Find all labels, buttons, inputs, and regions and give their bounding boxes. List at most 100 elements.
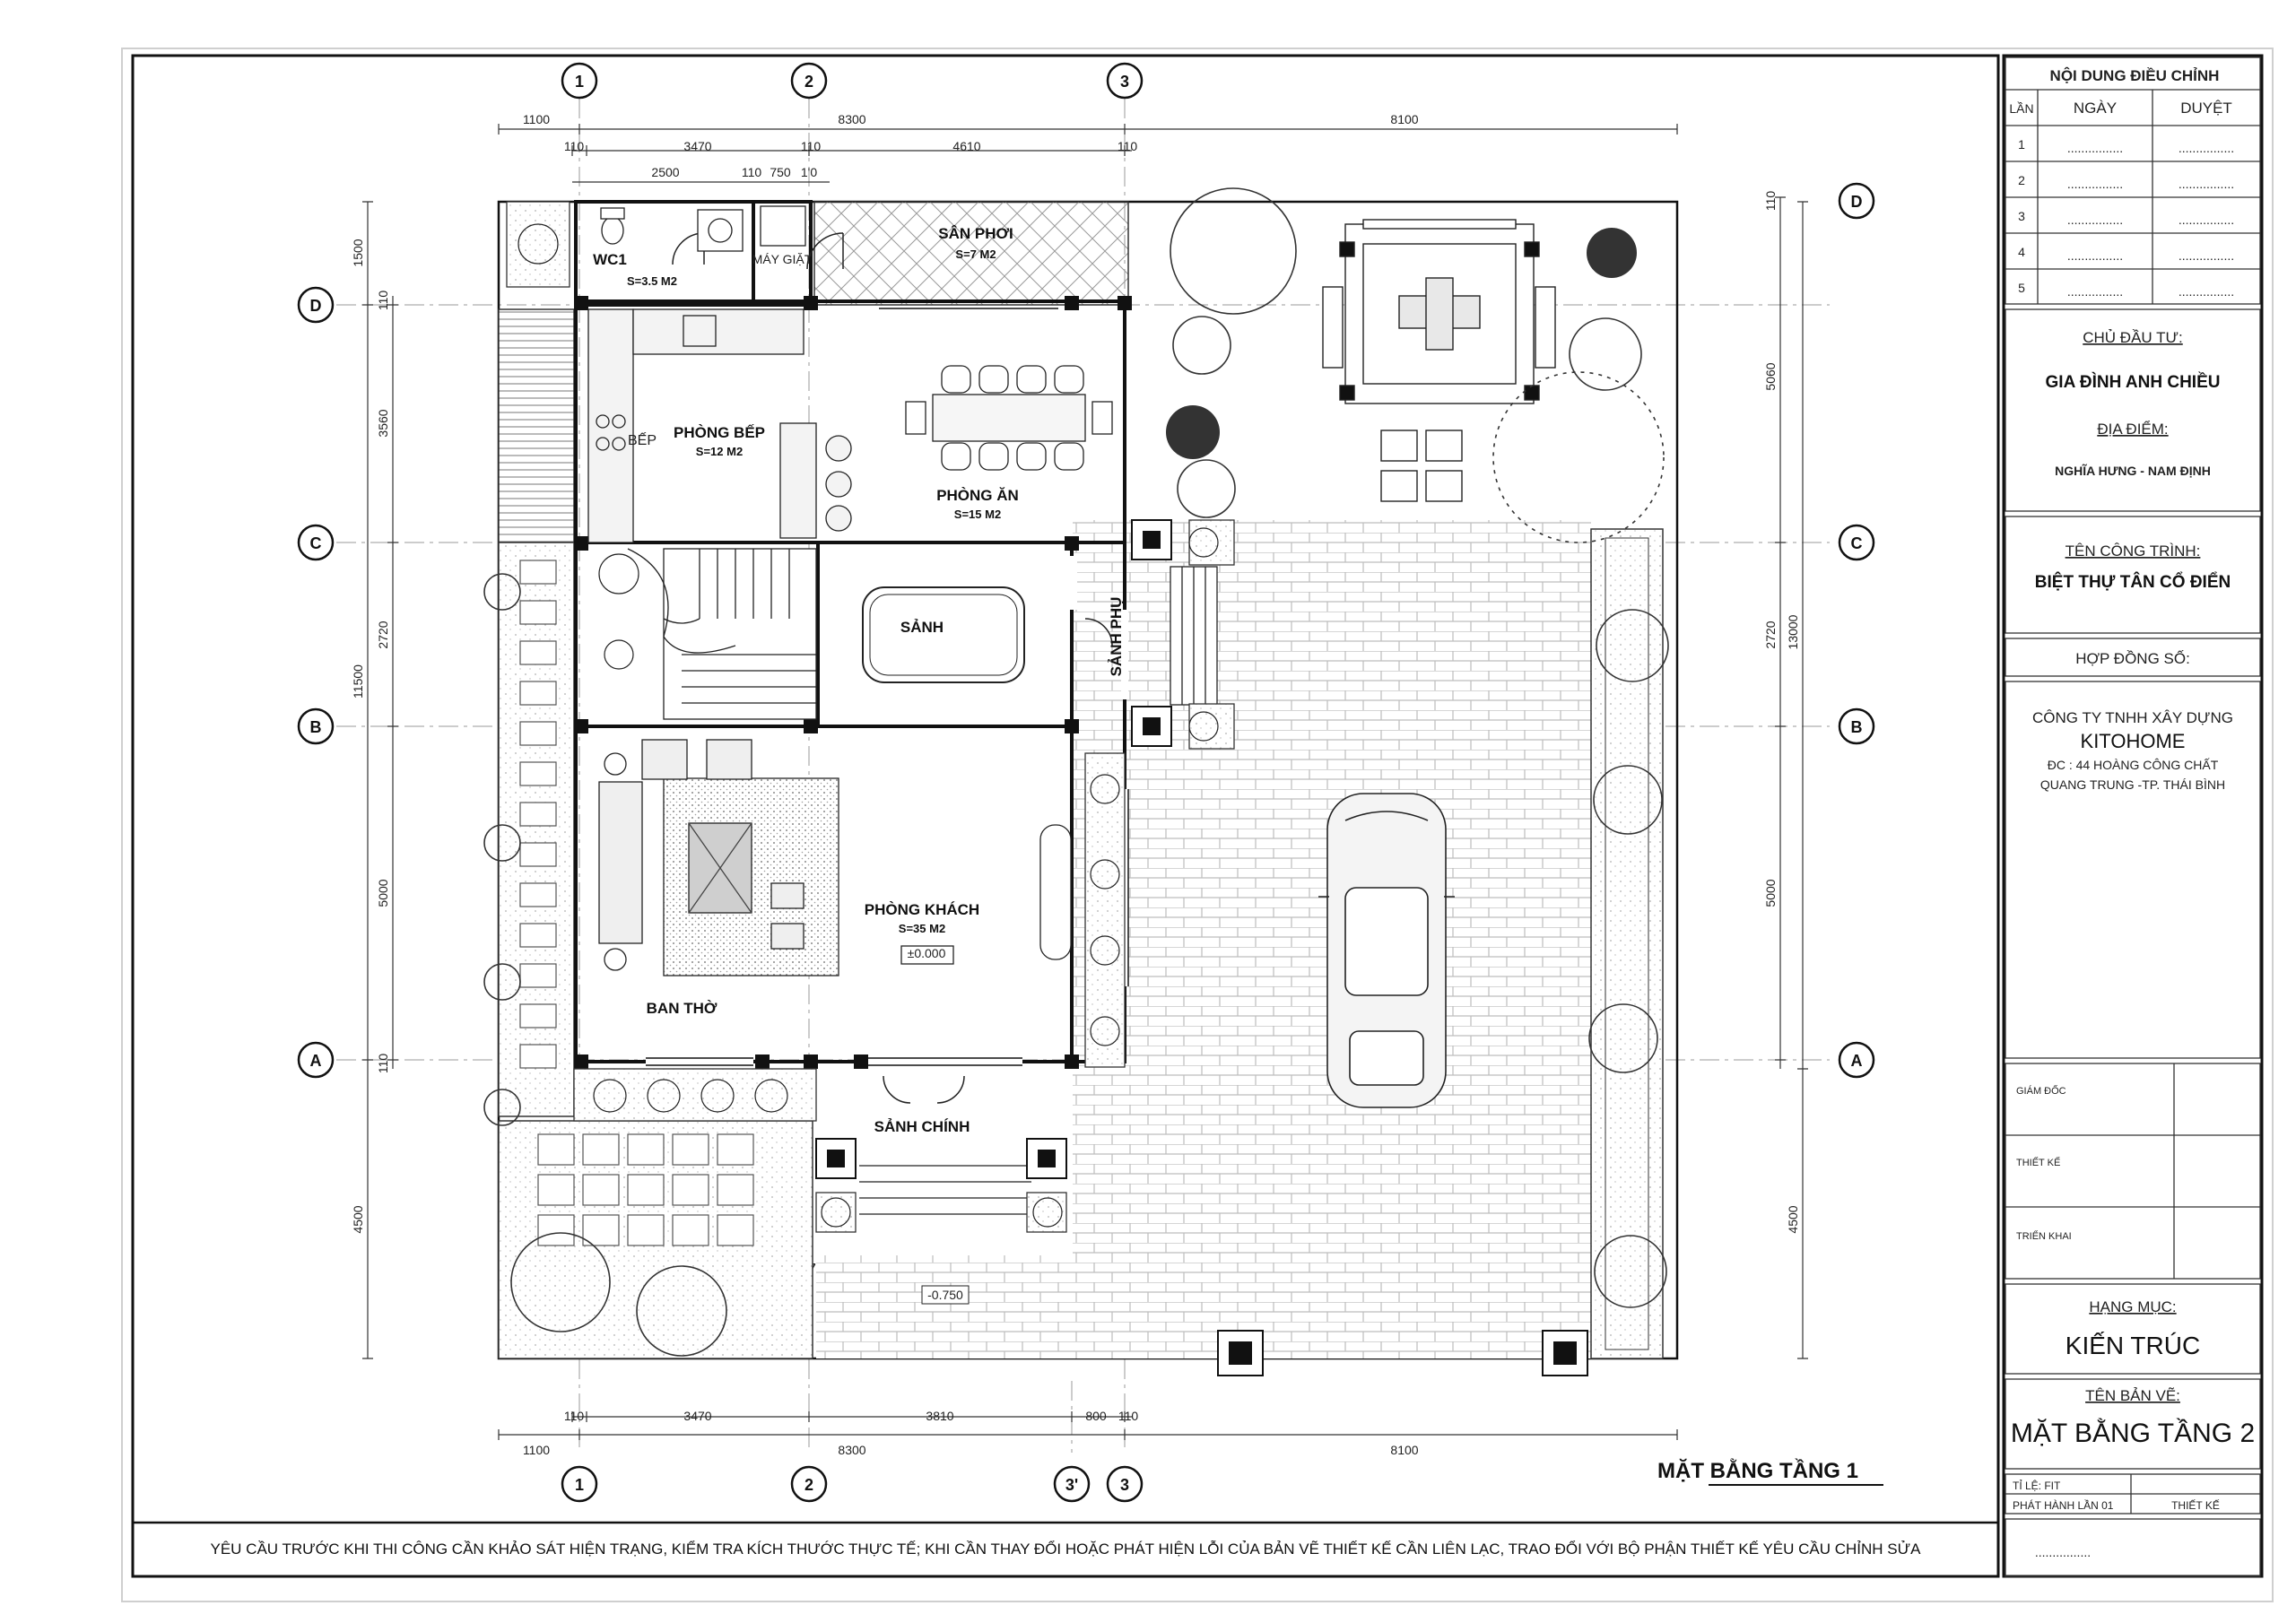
svg-text:................: ................: [2179, 213, 2234, 227]
staircase: [627, 548, 817, 720]
dim-top-outer-2: 8300: [838, 112, 865, 126]
axis-bubble-bottom-3prime: 3': [1053, 1465, 1091, 1503]
svg-text:B: B: [1851, 718, 1863, 736]
dining-table: [905, 365, 1113, 471]
location-value: NGHĨA HƯNG - NAM ĐỊNH: [2055, 463, 2211, 478]
axis-bubble-left-C: C: [297, 524, 335, 561]
revisions-table: [2005, 56, 2261, 305]
axis-bubble-left-D: D: [297, 286, 335, 324]
company-line1: CÔNG TY TNHH XÂY DỰNG: [2032, 709, 2233, 726]
axis-bubble-top-3: 3: [1106, 62, 1144, 100]
col-ngay: NGÀY: [2074, 100, 2117, 117]
dimension-lines: [362, 124, 1808, 1440]
level-yard: -0.750: [927, 1288, 963, 1302]
project-name: BIỆT THỰ TÂN CỔ ĐIỂN: [2035, 572, 2231, 592]
svg-text:110: 110: [564, 1409, 585, 1423]
dim-top-outer-3: 8100: [1390, 112, 1418, 126]
svg-text:................: ................: [2067, 284, 2123, 299]
shrub-symbols: [517, 223, 1219, 1228]
project-label: TÊN CÔNG TRÌNH:: [2066, 542, 2201, 560]
svg-text:2: 2: [804, 73, 813, 91]
svg-text:5: 5: [2018, 281, 2025, 295]
col-lan: LẦN: [2009, 101, 2033, 116]
level-living: ±0.000: [908, 946, 946, 960]
room-main-hall-name: SẢNH CHÍNH: [874, 1118, 970, 1135]
axis-bubble-bottom-1: 1: [561, 1465, 598, 1503]
final-dots: ................: [2035, 1545, 2091, 1559]
svg-text:A: A: [310, 1052, 322, 1070]
revision-dots: ................ ................ ......…: [2067, 141, 2234, 299]
svg-text:110: 110: [376, 1054, 390, 1074]
svg-text:1: 1: [575, 73, 584, 91]
room-living-name: PHÒNG KHÁCH: [865, 901, 979, 918]
location-label: ĐỊA ĐIỂM:: [2097, 421, 2168, 438]
axis-bubble-right-B: B: [1838, 707, 1875, 745]
owner-name: GIA ĐÌNH ANH CHIỀU: [2046, 372, 2221, 392]
col-duyet: DUYỆT: [2180, 100, 2232, 117]
title-block: NỘI DUNG ĐIỀU CHỈNH LẦN NGÀY DUYỆT 1 2 3…: [2005, 56, 2261, 1577]
tree-symbols: [483, 187, 1669, 1357]
owner-label: CHỦ ĐẦU TƯ:: [2083, 329, 2183, 346]
room-altar-name: BAN THỜ: [647, 1000, 718, 1017]
drawing-frame: [131, 54, 2000, 1578]
room-wc-name: WC1: [593, 251, 627, 268]
room-side-hall-name: SẢNH PHỤ: [1108, 597, 1125, 677]
svg-text:110: 110: [1118, 139, 1138, 153]
svg-text:................: ................: [2179, 284, 2234, 299]
contract-label: HỢP ĐỒNG SỐ:: [2075, 649, 2190, 667]
issue-value: PHÁT HÀNH LẦN 01: [2013, 1498, 2114, 1512]
svg-text:11500: 11500: [351, 664, 365, 699]
svg-text:1500: 1500: [351, 239, 365, 266]
svg-text:1: 1: [2018, 137, 2025, 152]
axis-bubble-left-A: A: [297, 1041, 335, 1079]
svg-text:3': 3': [1065, 1476, 1078, 1494]
category-value: KIẾN TRÚC: [2066, 1332, 2200, 1359]
svg-text:110: 110: [376, 291, 390, 311]
drawing-name: MẶT BẰNG TẦNG 2: [2011, 1418, 2255, 1448]
axis-bubble-right-A: A: [1838, 1041, 1875, 1079]
main-hall-steps: [859, 1165, 1031, 1215]
company-addr2: QUANG TRUNG -TP. THÁI BÌNH: [2040, 777, 2225, 792]
svg-text:110: 110: [801, 139, 822, 153]
car-symbol: [1318, 793, 1455, 1108]
svg-text:1100: 1100: [523, 1443, 550, 1457]
svg-text:C: C: [1851, 534, 1863, 552]
room-hall-name: SẢNH: [900, 619, 944, 636]
wall-columns: [574, 296, 1132, 1069]
design-short: THIẾT KẾ: [2171, 1498, 2220, 1512]
svg-text:................: ................: [2179, 141, 2234, 155]
svg-text:1: 1: [575, 1476, 584, 1494]
room-stove-name: BẾP: [628, 431, 657, 448]
svg-text:110: 110: [742, 165, 762, 179]
axis-bubble-left-B: B: [297, 707, 335, 745]
axis-bubble-top-1: 1: [561, 62, 598, 100]
svg-text:2720: 2720: [1763, 621, 1778, 648]
left-garden-strip: [498, 308, 813, 1359]
room-kitchen-name: PHÒNG BẾP: [674, 424, 765, 441]
scale-value: TỈ LỆ: FIT: [2013, 1479, 2061, 1492]
svg-text:2720: 2720: [376, 621, 390, 648]
revisions-header: NỘI DUNG ĐIỀU CHỈNH: [2050, 67, 2220, 84]
svg-text:................: ................: [2067, 177, 2123, 191]
svg-text:D: D: [310, 297, 322, 315]
room-dining-area: S=15 M2: [954, 508, 1001, 521]
svg-text:B: B: [310, 718, 322, 736]
drawing-name-label: TÊN BẢN VẼ:: [2085, 1387, 2180, 1404]
category-label: HẠNG MỤC:: [2089, 1298, 2176, 1315]
svg-text:13000: 13000: [1786, 614, 1800, 649]
company-name: KITOHOME: [2081, 730, 2186, 752]
svg-text:D: D: [1851, 193, 1863, 211]
drawing-title: MẶT BẰNG TẦNG 1: [1657, 1458, 1858, 1483]
svg-text:5000: 5000: [376, 879, 390, 907]
svg-text:4: 4: [2018, 245, 2025, 259]
svg-text:4610: 4610: [952, 139, 980, 153]
room-laundry-name: MÁY GIẶT: [752, 252, 813, 266]
room-kitchen-area: S=12 M2: [696, 445, 743, 458]
axis-bubble-top-2: 2: [790, 62, 828, 100]
outer-sheet-border: [121, 48, 2274, 1602]
svg-text:3470: 3470: [683, 1409, 711, 1423]
room-wc-area: S=3.5 M2: [627, 274, 677, 288]
svg-text:5060: 5060: [1763, 362, 1778, 390]
dim-top-outer-1: 1100: [523, 112, 550, 126]
